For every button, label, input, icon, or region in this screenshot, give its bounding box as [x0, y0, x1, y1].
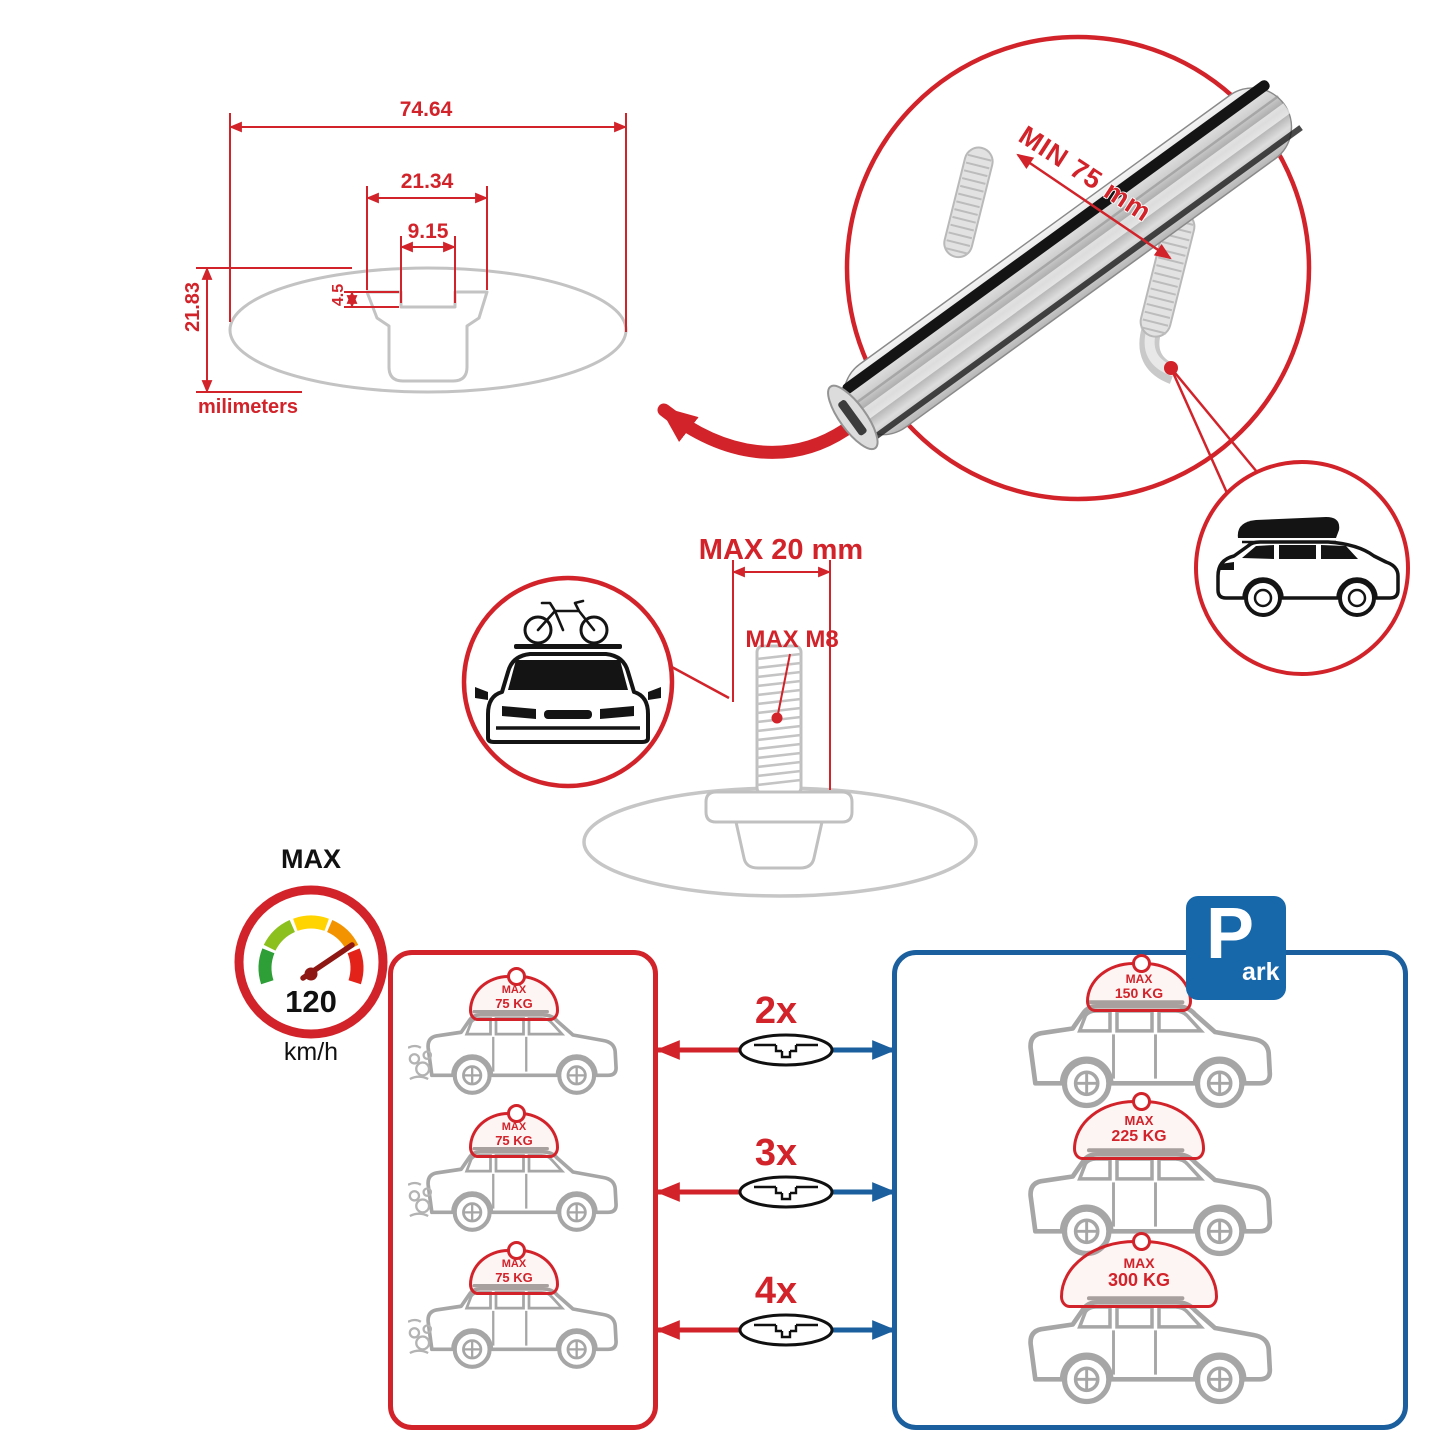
dim-total-height: 21.83	[182, 281, 204, 333]
driving-car-2: MAX 75 KG	[408, 1104, 628, 1242]
load-weight-label: 75 KG	[495, 995, 533, 1011]
count-2x: 2x	[754, 990, 798, 1032]
driving-car-3: MAX 75 KG	[408, 1241, 628, 1379]
load-hook-icon	[1132, 1092, 1151, 1111]
load-weight-label: 300 KG	[1107, 1270, 1171, 1291]
load-weight-label: 150 KG	[1114, 984, 1164, 1001]
load-weight-label: 75 KG	[495, 1269, 533, 1285]
thread-point-dot	[771, 712, 783, 724]
parking-letter: P	[1206, 894, 1255, 974]
crossbar-count-rows	[655, 1033, 897, 1347]
bar-closeup	[827, 34, 1312, 502]
speed-value: 120	[285, 984, 337, 1019]
load-weight-label: 75 KG	[495, 1132, 533, 1148]
max-thread-label: MAX M8	[745, 626, 839, 653]
pointer-arrow	[657, 403, 852, 459]
suv-roofbox-icon	[1216, 517, 1400, 617]
dimension-lines	[196, 113, 628, 394]
count-3x: 3x	[754, 1132, 798, 1174]
count-4x: 4x	[754, 1270, 798, 1312]
parked-car-1: MAX 150 KG	[1005, 954, 1285, 1122]
load-hook-icon	[507, 1104, 526, 1123]
load-hook-icon	[507, 967, 526, 986]
speedometer-icon	[234, 885, 388, 1039]
load-hook-icon	[1132, 1232, 1151, 1251]
load-max-label: MAX	[501, 983, 527, 996]
bolt-diagram	[582, 560, 978, 898]
dim-slot-width: 9.15	[407, 220, 449, 243]
load-max-label: MAX	[1124, 1112, 1154, 1128]
car-front-bike-callout	[461, 575, 675, 789]
max-clamp-width-label: MAX 20 mm	[698, 534, 864, 566]
slot-nut-adapter	[704, 790, 854, 870]
parking-suffix: ark	[1242, 958, 1280, 986]
roof-load-badge: MAX 75 KG	[469, 967, 559, 1021]
callout-leader	[669, 664, 730, 700]
load-hook-icon	[507, 1241, 526, 1260]
driving-car-1: MAX 75 KG	[408, 967, 628, 1105]
load-max-label: MAX	[1125, 971, 1153, 986]
load-max-label: MAX	[501, 1120, 527, 1133]
load-weight-label: 225 KG	[1111, 1127, 1167, 1145]
units-label: milimeters	[198, 396, 299, 418]
load-max-label: MAX	[1123, 1255, 1155, 1272]
dim-total-width: 74.64	[399, 98, 453, 121]
car-front-bike-icon	[475, 599, 661, 744]
parking-sign: P ark	[1186, 896, 1286, 1000]
speed-max-heading: MAX	[281, 844, 341, 874]
bolt-dimension-lines	[731, 560, 832, 790]
dim-lip-depth: 4.5	[330, 283, 347, 307]
parked-car-3: MAX 300 KG	[1005, 1232, 1285, 1420]
dim-shoulder-width: 21.34	[400, 170, 454, 193]
suv-roofbox-callout	[1194, 460, 1410, 676]
crossbar-profile-drawing	[228, 266, 628, 394]
load-max-label: MAX	[501, 1257, 527, 1270]
min-span-arrow	[1016, 153, 1172, 260]
roof-load-badge: MAX 75 KG	[469, 1241, 559, 1295]
speed-unit: km/h	[283, 1038, 339, 1066]
load-hook-icon	[1132, 954, 1151, 973]
clamp-rod-icon	[943, 146, 994, 259]
parked-car-2: MAX 225 KG	[1005, 1092, 1285, 1270]
